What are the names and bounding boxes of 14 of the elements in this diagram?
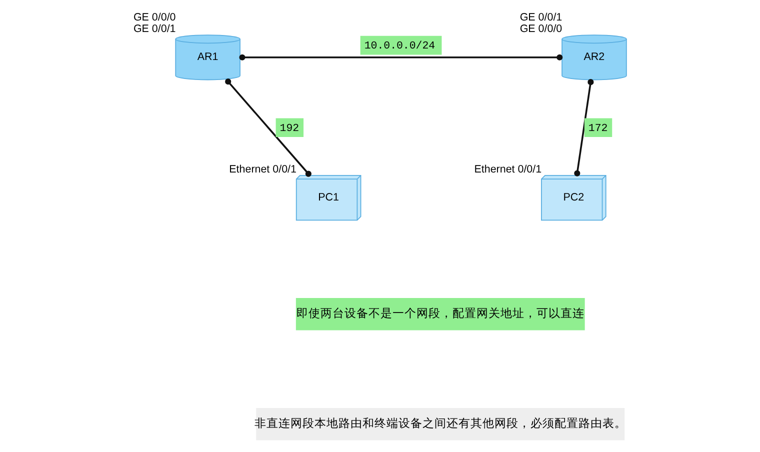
connector <box>225 78 312 177</box>
node-label: GE 0/0/0 <box>520 22 562 35</box>
node-label: GE 0/0/1 <box>133 22 176 35</box>
node-label: GE 0/0/1 <box>520 11 562 24</box>
node-label: Ethernet 0/0/1 <box>474 163 542 176</box>
edge-label: 192 <box>280 122 300 135</box>
label: 非直连网段本地路由和终端设备之间还有其他网段，必须配置路由表。 <box>254 416 626 430</box>
node-label: Ethernet 0/0/1 <box>229 163 296 176</box>
edge-label: 10.0.0.0/24 <box>364 40 436 53</box>
connector <box>574 79 594 176</box>
node-label: GE 0/0/0 <box>133 11 176 24</box>
label: 即使两台设备不是一个网段，配置网关地址，可以直连 <box>296 306 584 320</box>
connector <box>239 54 563 60</box>
edge-label: 172 <box>588 122 608 135</box>
